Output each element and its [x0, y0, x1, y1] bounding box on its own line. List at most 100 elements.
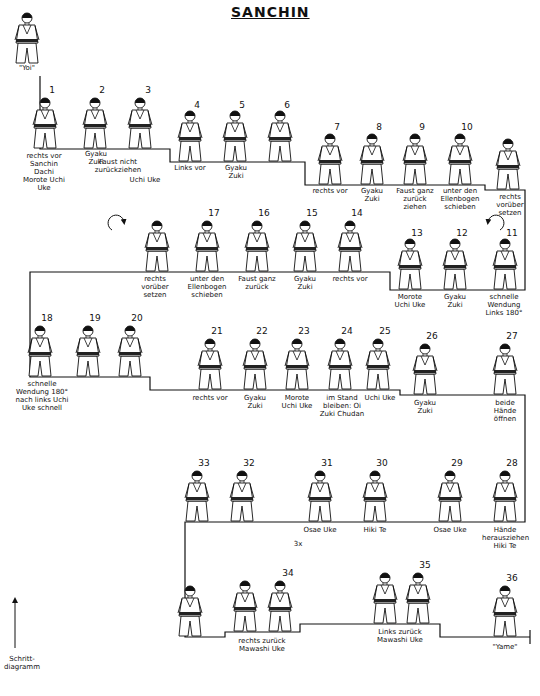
callout-number: 1 — [42, 85, 62, 95]
callout-number: 16 — [254, 208, 274, 218]
callout-number: 33 — [194, 458, 214, 468]
callout-number: 30 — [372, 458, 392, 468]
karateka-figure — [338, 221, 362, 271]
callout-number: 3 — [138, 85, 158, 95]
karateka-figure — [33, 98, 57, 148]
karateka-figure — [293, 221, 317, 271]
move-note: rechts vor — [331, 275, 369, 283]
callout-number: 21 — [207, 326, 227, 336]
callout-number: 22 — [252, 326, 272, 336]
move-note: rechts vorüber setzen — [490, 193, 530, 217]
karateka-figure — [233, 581, 257, 631]
callout-number: 12 — [452, 228, 472, 238]
move-note: Schritt-diagramm — [2, 655, 42, 671]
callout-number: 24 — [337, 326, 357, 336]
karateka-figure — [245, 221, 269, 271]
move-note: Gyaku Zuki — [218, 164, 254, 180]
callout-number: 9 — [412, 122, 432, 132]
callout-number: 14 — [347, 208, 367, 218]
callout-number: 5 — [232, 100, 252, 110]
move-note: Osae Uke — [431, 526, 469, 534]
move-note: rechts vor — [191, 394, 229, 402]
callout-number: 6 — [277, 100, 297, 110]
karateka-figure — [328, 339, 352, 389]
end-tick — [529, 630, 530, 644]
callout-number: 20 — [127, 313, 147, 323]
karateka-figure — [318, 134, 342, 184]
karateka-figure — [308, 471, 332, 521]
karateka-figure — [118, 326, 142, 376]
move-note: rechts vorüber setzen — [133, 275, 177, 299]
karateka-figure — [83, 98, 107, 148]
move-note: Uchi Uke — [128, 176, 162, 184]
callout-number: 34 — [278, 568, 298, 578]
move-note: schnelle Wendung Links 180° — [481, 293, 527, 317]
callout-number: 23 — [294, 326, 314, 336]
callout-number: 17 — [204, 208, 224, 218]
callout-number: 29 — [447, 458, 467, 468]
callout-number: 26 — [422, 331, 442, 341]
karateka-figure — [243, 339, 267, 389]
move-note: "Yoi" — [12, 64, 42, 72]
callout-number: 4 — [187, 100, 207, 110]
karateka-figure — [15, 13, 39, 63]
move-note: Gyaku Zuki — [406, 399, 444, 415]
karateka-figure — [178, 111, 202, 161]
karateka-figure — [363, 471, 387, 521]
move-note: 3x — [290, 540, 306, 548]
move-note: Gyaku Zuki — [436, 293, 474, 309]
karateka-figure — [268, 581, 292, 631]
callout-number: 28 — [502, 458, 522, 468]
karateka-figure — [493, 239, 517, 289]
callout-number: 15 — [302, 208, 322, 218]
karateka-figure — [198, 339, 222, 389]
move-note: Faust ganz zurück ziehen — [394, 187, 436, 211]
move-note: Gyaku Zuki — [353, 187, 391, 203]
turn-arrow — [488, 215, 504, 230]
callout-number: 36 — [502, 573, 522, 583]
karateka-figure — [403, 134, 427, 184]
karateka-figure — [76, 326, 100, 376]
karateka-figure — [268, 111, 292, 161]
callout-number: 31 — [317, 458, 337, 468]
callout-number: 10 — [457, 122, 477, 132]
karateka-figure — [28, 326, 52, 376]
callout-number: 13 — [407, 228, 427, 238]
move-note: Gyaku Zuki — [286, 275, 324, 291]
move-note: Hände herausziehen Hiki Te — [482, 526, 528, 550]
move-note: Faust ganz zurück — [237, 275, 277, 291]
callout-number: 35 — [415, 560, 435, 570]
karateka-figure — [223, 111, 247, 161]
karateka-figure — [438, 471, 462, 521]
move-note: rechts vor Sanchin Dachi Morote Uchi Uke — [21, 152, 67, 192]
callout-number: 27 — [502, 331, 522, 341]
karateka-figure — [373, 573, 397, 623]
karateka-figure — [360, 134, 384, 184]
callout-number: 8 — [369, 122, 389, 132]
move-note: rechts vor — [311, 187, 349, 195]
move-note: unter den Ellenbogen schieben — [185, 275, 229, 299]
callout-number: 7 — [327, 122, 347, 132]
move-note: Uchi Uke — [364, 394, 396, 402]
karateka-figure — [285, 339, 309, 389]
move-note: Morote Uchi Uke — [390, 293, 430, 309]
direction-arrow — [15, 600, 16, 648]
karateka-figure — [493, 471, 517, 521]
move-note: Osae Uke — [301, 526, 339, 534]
move-note: im Stand bleiben: Oi Zuki Chudan — [319, 394, 365, 418]
move-note: Morote Uchi Uke — [279, 394, 315, 410]
callout-number: 11 — [502, 228, 522, 238]
move-note: Hiki Te — [356, 526, 394, 534]
karateka-figure — [366, 339, 390, 389]
karateka-figure — [496, 139, 520, 189]
karateka-figure — [185, 471, 209, 521]
step-line — [30, 76, 530, 637]
callout-number: 2 — [92, 85, 112, 95]
karateka-figure — [195, 221, 219, 271]
move-note: Gyaku Zuki — [236, 394, 274, 410]
karateka-figure — [443, 239, 467, 289]
karateka-figure — [413, 344, 437, 394]
callout-number: 25 — [375, 326, 395, 336]
